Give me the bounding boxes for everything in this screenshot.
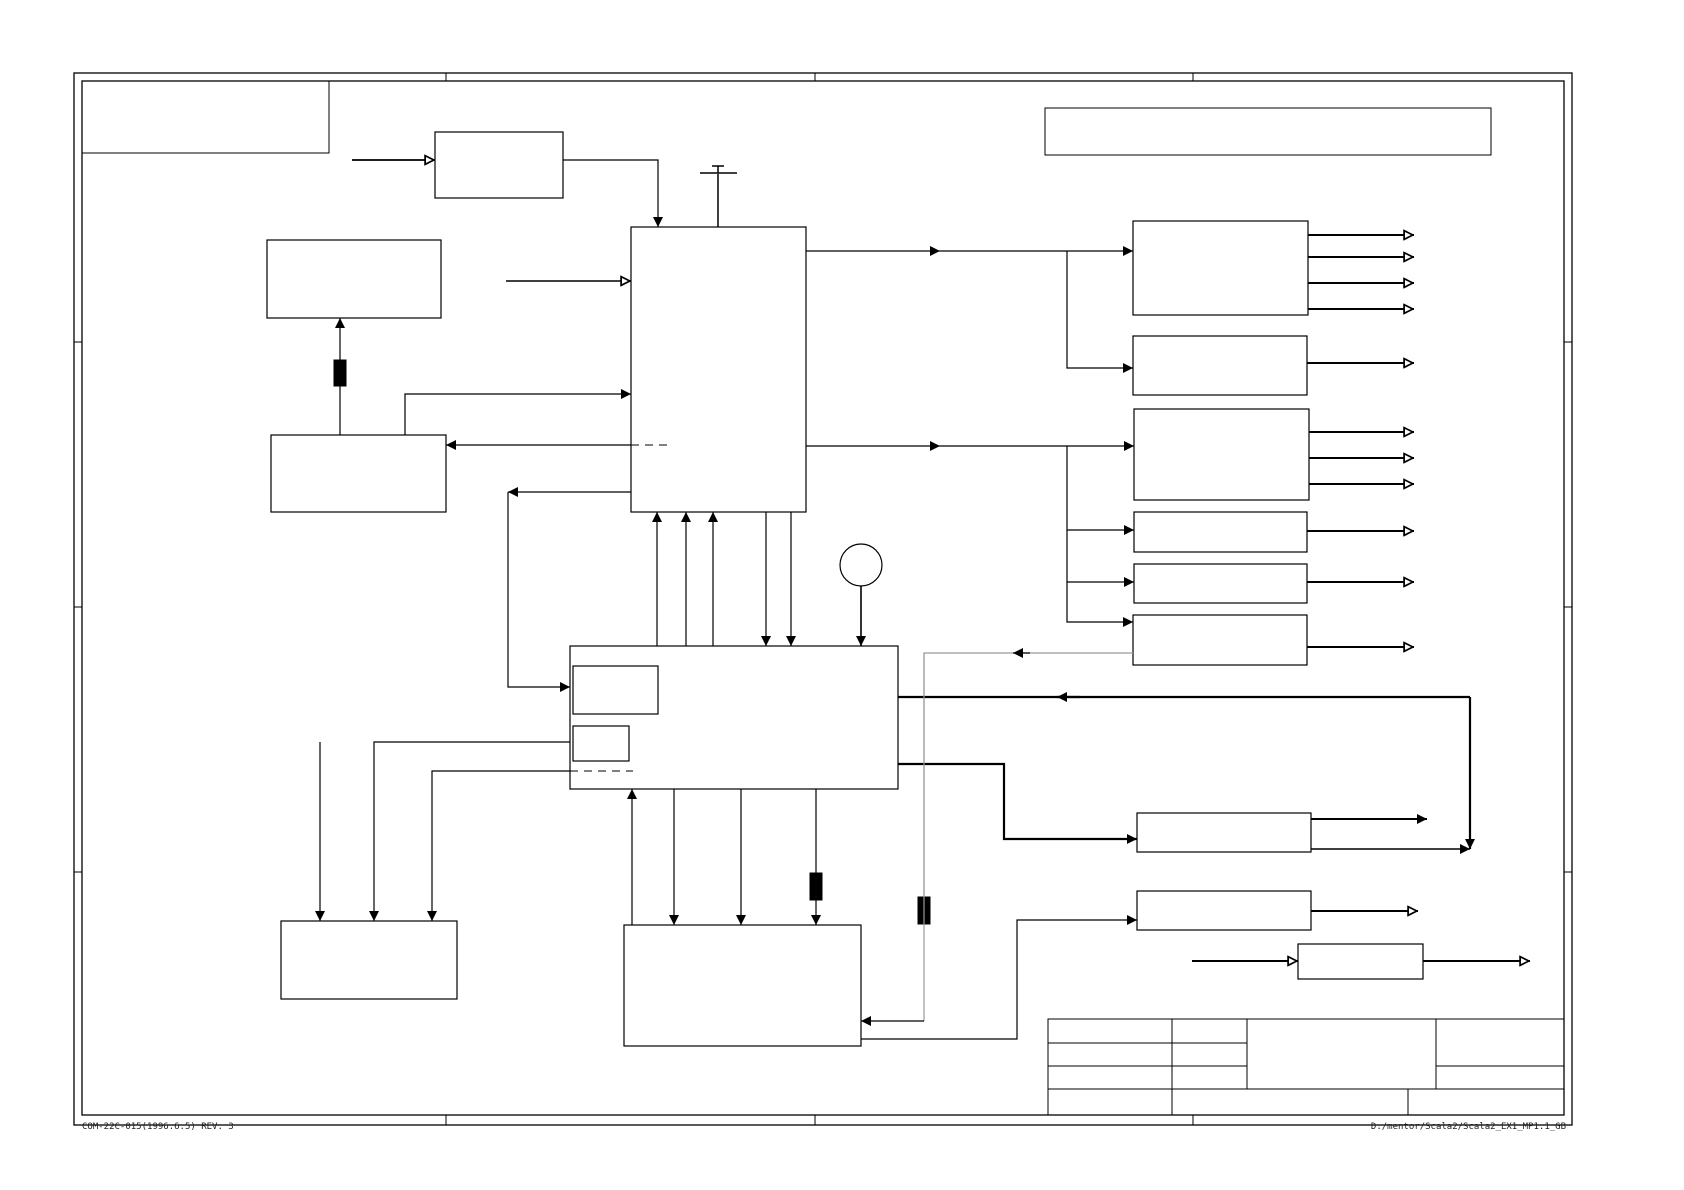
title-block (1047, 1018, 1565, 1116)
faint-return-down (923, 652, 1010, 1021)
block-top-input (434, 131, 564, 199)
block-right-4 (1133, 511, 1308, 553)
bus-lower-branch-6 (1066, 582, 1133, 627)
right-outputs (1192, 235, 1530, 961)
block-right-7 (1136, 812, 1312, 853)
block-right-2 (1132, 335, 1308, 396)
left-mid-to-main (404, 389, 631, 435)
drawing-frame (73, 72, 1573, 1126)
outer-border (73, 72, 1573, 1126)
connections (315, 159, 1530, 1040)
blocks (266, 131, 1424, 1047)
ctrl-to-block7 (898, 762, 1137, 844)
block-left-mid (270, 434, 447, 513)
block-right-9 (1297, 943, 1424, 980)
top-block-to-main (563, 159, 663, 227)
block-bottom-left (280, 920, 458, 1000)
inner-border (81, 80, 1565, 1116)
ctrl-to-bottom-left-a (369, 741, 570, 921)
top-left-notes-box (82, 81, 330, 154)
bus-upper-branch (1066, 251, 1133, 373)
block-right-8 (1136, 890, 1312, 931)
block-upper-left (266, 239, 442, 319)
bus-lower-branch-5 (1066, 530, 1134, 587)
sensor-circle-icon (839, 543, 883, 587)
block-controller-sub-a (572, 665, 659, 715)
file-path-label: D:/mentor/Scala2/Scala2_EX1_MP1.1_GB (1370, 1122, 1566, 1132)
block-main-processor (630, 226, 807, 513)
block-bottom-center (623, 924, 862, 1047)
block-right-5 (1133, 563, 1308, 604)
block-right-6 (1132, 614, 1308, 666)
title-banner-box (1044, 107, 1492, 156)
antenna-icon (700, 165, 737, 227)
bus-lower-branch-4 (1066, 446, 1134, 535)
block-right-3 (1133, 408, 1310, 501)
feedback-to-controller (507, 492, 570, 692)
zone-ticks (74, 73, 1572, 1125)
ctrl-to-bottom-left-b (427, 770, 570, 921)
bottom-center-to-block8 (861, 915, 1137, 1040)
form-id-label: COM-22C-015(1996.6.5) REV. 3 (82, 1122, 234, 1132)
block-controller-sub-b (572, 725, 630, 762)
block-right-1 (1132, 220, 1309, 316)
